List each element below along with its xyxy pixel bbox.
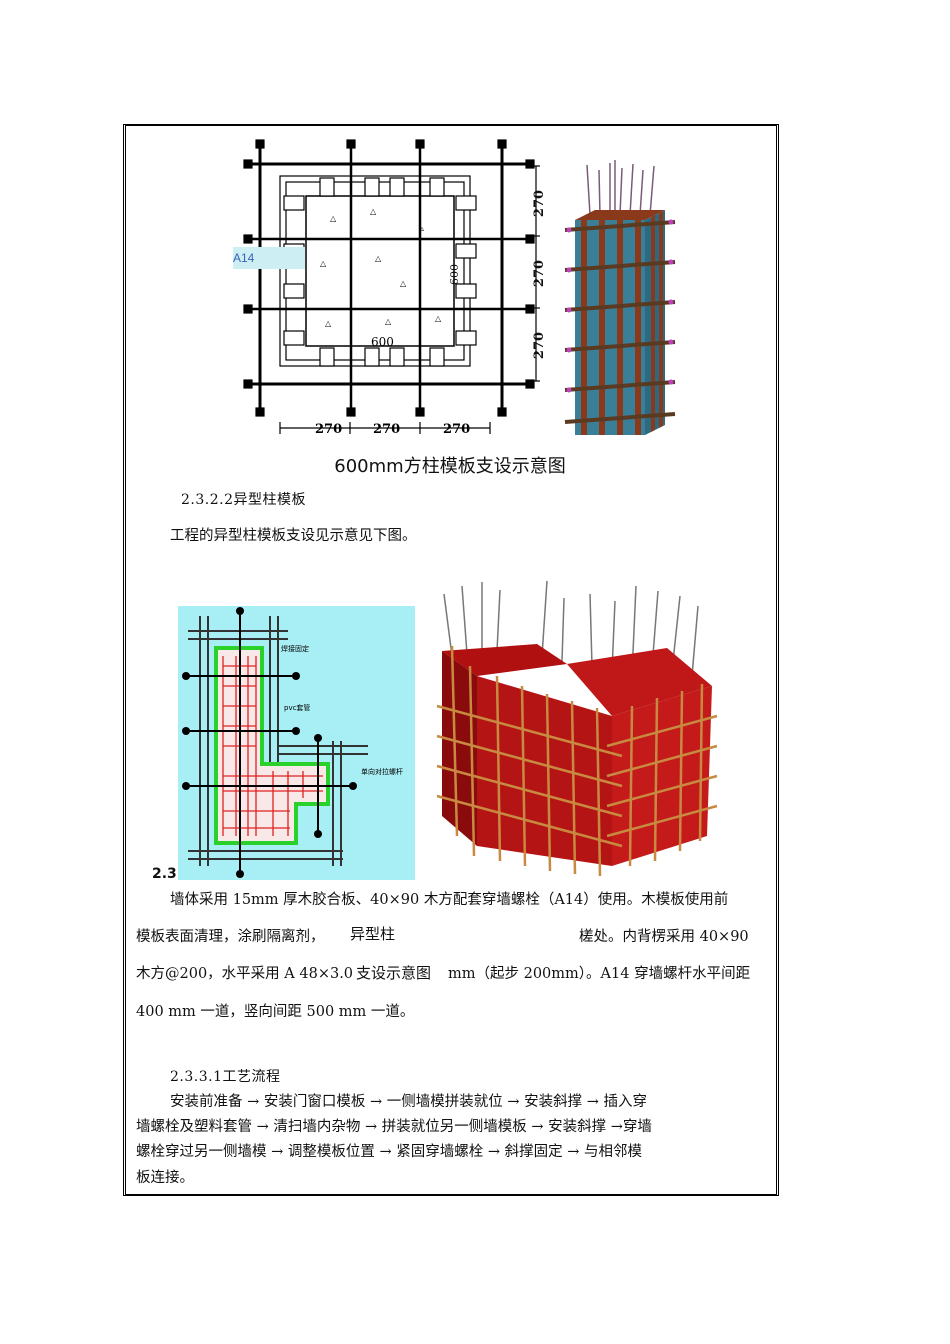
svg-text:▵: ▵: [420, 224, 424, 233]
svg-text:△: △: [435, 314, 442, 323]
dim-inner-right: 600: [448, 264, 461, 285]
dim-right-3: 270: [532, 331, 548, 360]
section-233-line-2: 模板表面清理，涂刷隔离剂，: [136, 929, 325, 945]
dim-inner-bottom: 600: [371, 335, 394, 349]
section-233-heading-fragment: 2.3: [152, 866, 177, 882]
dim-bottom-1: 270: [315, 422, 342, 437]
section-2322-heading: 2.3.2.2异型柱模板: [181, 492, 306, 508]
svg-text:△: △: [370, 207, 377, 216]
a14-callout: A14: [233, 247, 305, 269]
overlay-caption-line-2: 支设示意图: [356, 964, 432, 982]
section-233-line-4: 400 mm 一道，竖向间距 500 mm 一道。: [136, 1004, 415, 1020]
svg-text:△: △: [325, 319, 332, 328]
table-frame: [123, 124, 779, 1196]
section-2331-heading: 2.3.3.1工艺流程: [170, 1069, 281, 1085]
square-column-3d-render: [564, 160, 676, 435]
dim-bottom-3: 270: [443, 422, 470, 437]
process-line-4: 板连接。: [136, 1170, 194, 1186]
section-233-line-3b: mm（起步 200mm）。A14 穿墙螺杆水平间距: [448, 966, 751, 982]
l-column-plan-drawing: 焊接固定 pvc套管 单向对拉螺杆: [178, 606, 415, 880]
label-weld-fixed: 焊接固定: [281, 644, 309, 653]
figure1-caption: 600mm方柱模板支设示意图: [334, 456, 566, 477]
svg-text:△: △: [400, 279, 407, 288]
dim-bottom-2: 270: [373, 422, 400, 437]
section-2322-text: 工程的异型柱模板支设见示意见下图。: [170, 528, 417, 544]
section-233-line-2b: 槎处。内背楞采用 40×90: [579, 929, 749, 945]
svg-text:△: △: [385, 317, 392, 326]
svg-text:△: △: [375, 254, 382, 263]
dim-right-1: 270: [532, 189, 548, 218]
svg-text:△: △: [320, 259, 327, 268]
dim-right-2: 270: [532, 259, 548, 288]
svg-text:△: △: [330, 214, 337, 223]
label-tie-rod: 单向对拉螺杆: [361, 767, 403, 776]
l-column-3d-render: [422, 576, 722, 881]
process-line-1: 安装前准备 → 安装门窗口模板 → 一侧墙模拼装就位 → 安装斜撑 → 插入穿: [170, 1094, 647, 1110]
section-233-line-3: 木方@200，水平采用 A 48×3.0: [136, 966, 354, 982]
square-column-plan-drawing: △ △ ▵ △ △ △ △ △ △ 270 270 270 600: [243, 139, 540, 437]
process-line-3: 螺栓穿过另一侧墙模 → 调整模板位置 → 紧固穿墙螺栓 → 斜撑固定 → 与相邻…: [136, 1144, 642, 1160]
overlay-caption-line-1: 异型柱: [350, 923, 396, 944]
section-233-line-1: 墙体采用 15mm 厚木胶合板、40×90 木方配套穿墙螺栓（A14）使用。木模…: [170, 892, 729, 908]
process-line-2: 墙螺栓及塑料套管 → 清扫墙内杂物 → 拼装就位另一侧墙模板 → 安装斜撑 →穿…: [136, 1119, 652, 1135]
label-pvc-sleeve: pvc套管: [284, 703, 310, 712]
